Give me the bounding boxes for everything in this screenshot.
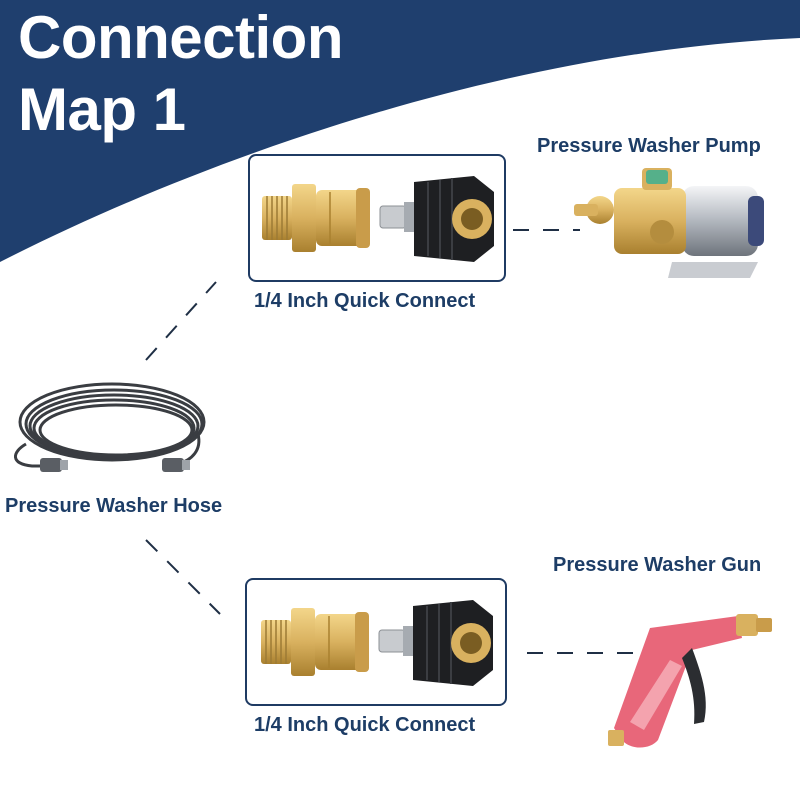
quick-connect-label-top: 1/4 Inch Quick Connect	[254, 290, 476, 312]
page-title-line-1: Connection	[18, 4, 343, 71]
pump-label: Pressure Washer Pump	[537, 135, 761, 157]
quick-connect-label-bottom: 1/4 Inch Quick Connect	[254, 714, 476, 736]
hose-icon	[14, 382, 206, 472]
hose-label: Pressure Washer Hose	[5, 495, 223, 517]
brass-adapter-icon	[262, 184, 370, 252]
banner-shape	[0, 0, 800, 262]
dash-hose-to-bottom-box	[145, 539, 221, 615]
quick-connect-box-top	[248, 154, 506, 282]
pump-icon	[574, 168, 764, 278]
page-title-line-2: Map 1	[18, 76, 186, 143]
black-coupler-icon	[379, 176, 494, 262]
dash-hose-to-top-box	[145, 281, 217, 361]
black-coupler-icon	[378, 600, 493, 686]
brass-adapter-icon	[261, 608, 369, 676]
quick-connect-box-bottom	[245, 578, 507, 706]
spray-gun-icon	[608, 614, 772, 748]
gun-label: Pressure Washer Gun	[553, 554, 762, 576]
